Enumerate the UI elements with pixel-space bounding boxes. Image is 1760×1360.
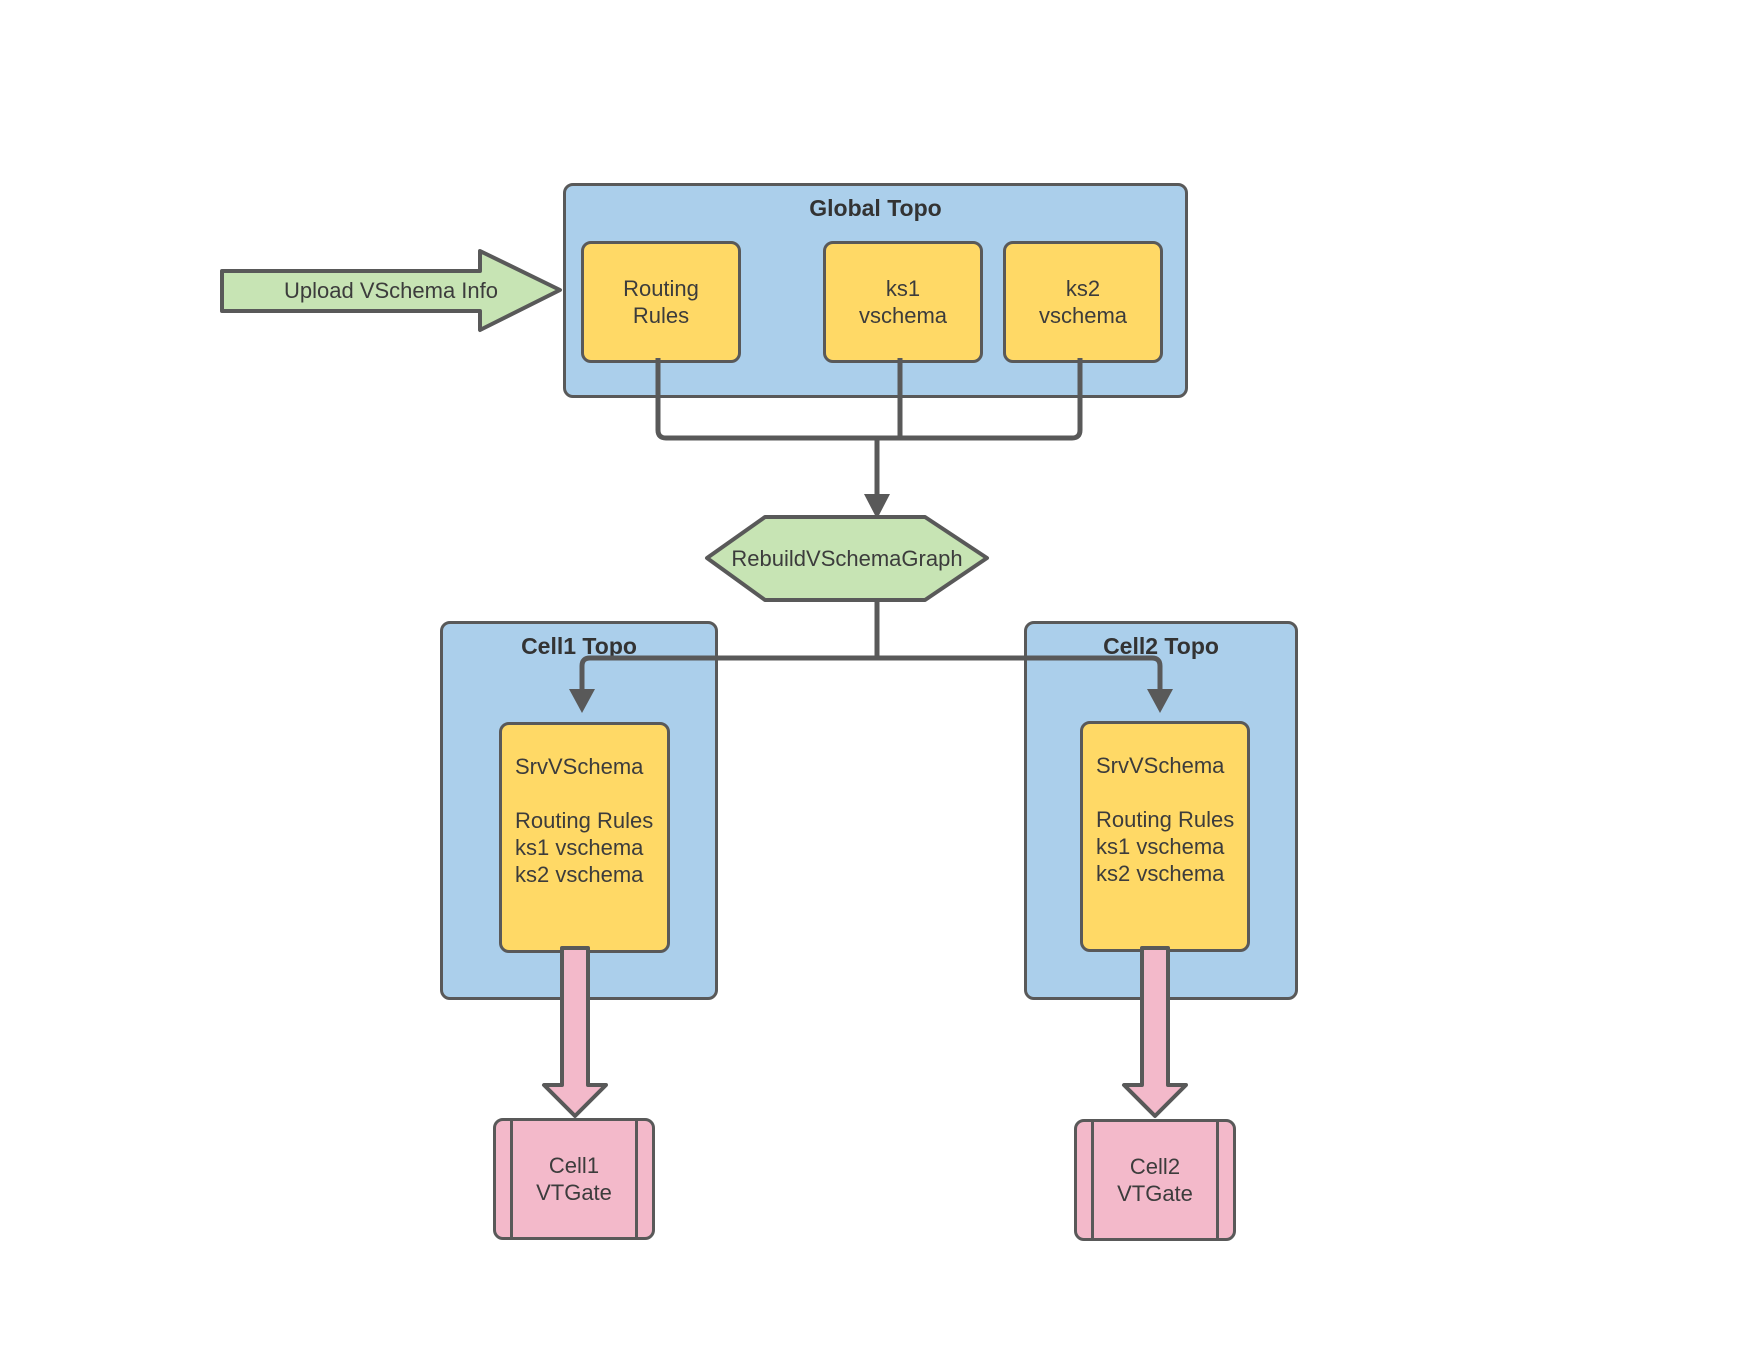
cell2-vtgate-label: Cell2 VTGate (1117, 1154, 1193, 1206)
arrowhead-into-rebuild-icon (864, 494, 890, 519)
cell2-topo-title: Cell2 Topo (1103, 633, 1219, 659)
ks1-vschema-box: ks1 vschema (823, 241, 983, 363)
routing-rules-box: Routing Rules (581, 241, 741, 363)
ks2-vschema-box: ks2 vschema (1003, 241, 1163, 363)
vtgate-left-bar (510, 1121, 513, 1237)
vtgate-left-bar (1091, 1122, 1094, 1238)
rebuild-hexagon-shape (705, 515, 989, 602)
cell2-srvvschema-box: SrvVSchema Routing Rules ks1 vschema ks2… (1080, 721, 1250, 952)
cell2-vtgate-box: Cell2 VTGate (1074, 1119, 1236, 1241)
cell1-srvvschema-box: SrvVSchema Routing Rules ks1 vschema ks2… (499, 722, 670, 953)
vtgate-right-bar (635, 1121, 638, 1237)
cell1-topo-title: Cell1 Topo (521, 633, 637, 659)
cell1-vtgate-label: Cell1 VTGate (536, 1153, 612, 1205)
cell1-vtgate-box: Cell1 VTGate (493, 1118, 655, 1240)
vtgate-right-bar (1216, 1122, 1219, 1238)
global-topo-container: Global Topo Routing Rules ks1 vschema ks… (563, 183, 1188, 398)
global-topo-title: Global Topo (809, 195, 942, 221)
rebuild-hexagon-label: RebuildVSchemaGraph (731, 546, 963, 571)
upload-arrow-shape (220, 249, 562, 332)
cell1-topo-container: Cell1 Topo SrvVSchema Routing Rules ks1 … (440, 621, 718, 1000)
upload-arrow-label: Upload VSchema Info (283, 278, 499, 303)
cell2-topo-container: Cell2 Topo SrvVSchema Routing Rules ks1 … (1024, 621, 1298, 1000)
